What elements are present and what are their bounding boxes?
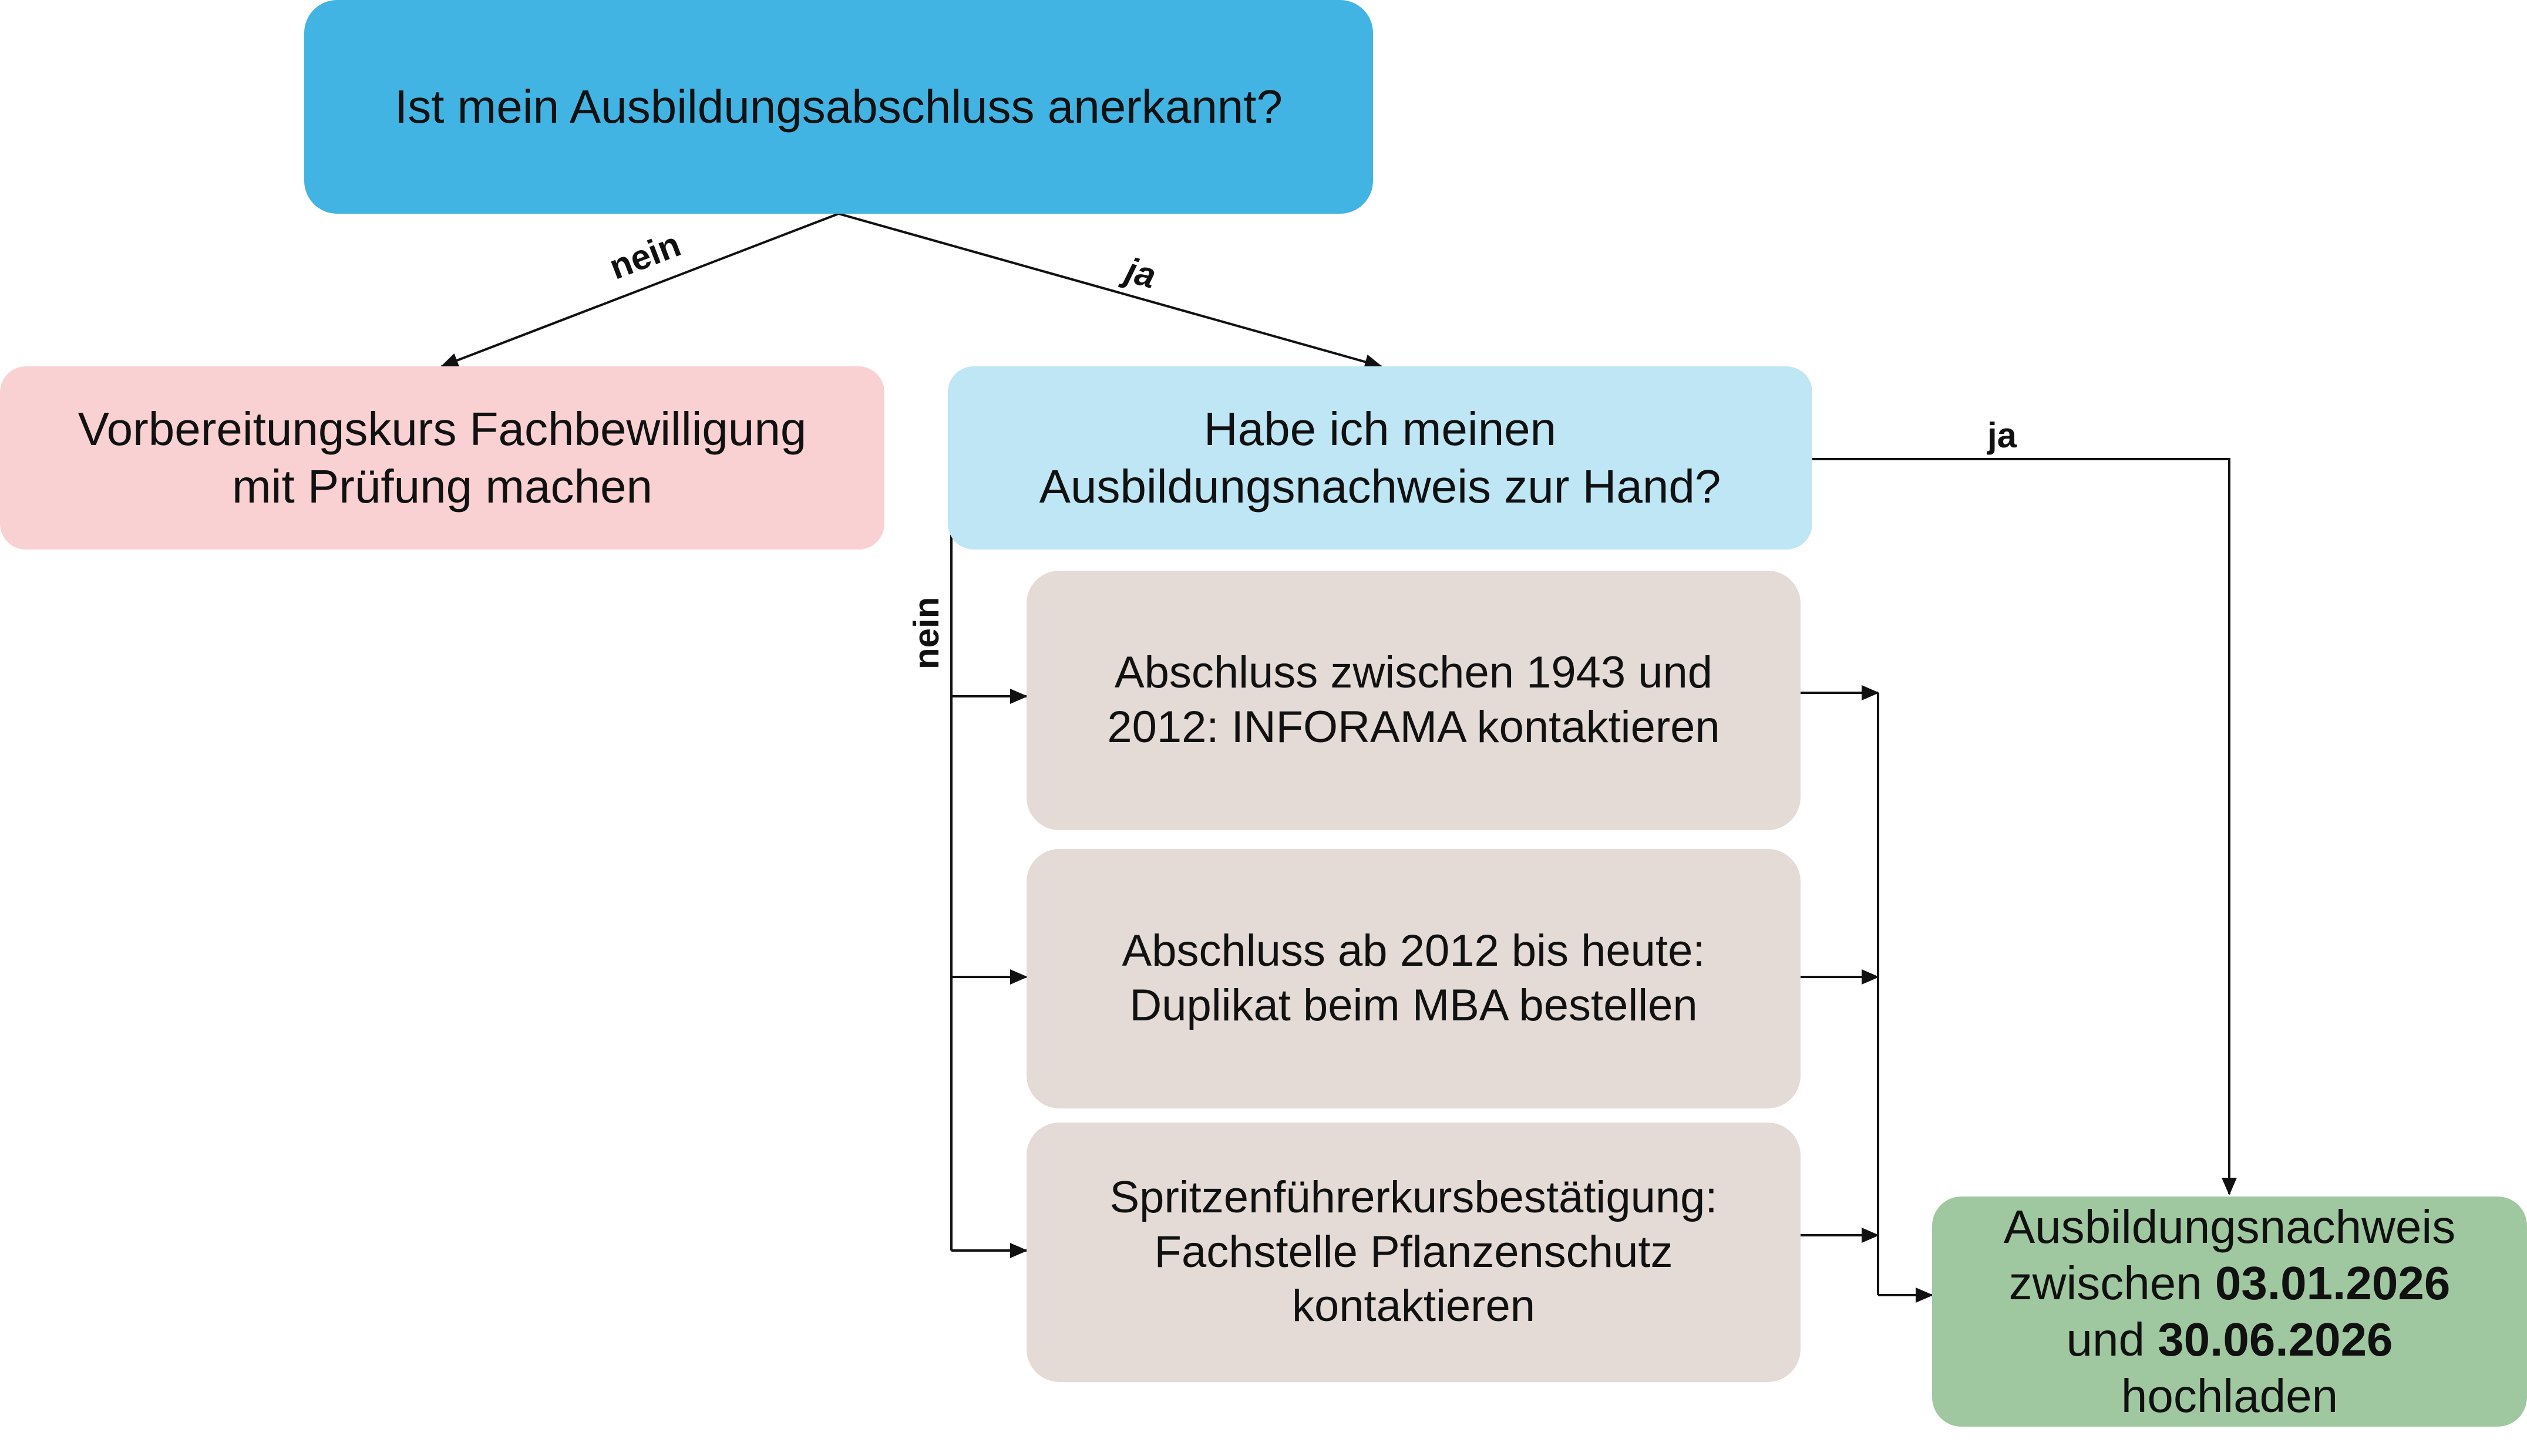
edge-q1-no xyxy=(440,213,839,368)
edge-q2-yes xyxy=(1812,458,2237,1195)
final-line1: Ausbildungsnachweis xyxy=(2003,1201,2456,1253)
option-plant-protection: Spritzenführerkursbestätigung: Fachstell… xyxy=(1027,1123,1801,1382)
option-plant-line3: kontaktieren xyxy=(1291,1281,1536,1332)
option-mba-duplicate: Abschluss ab 2012 bis heute: Duplikat be… xyxy=(1027,849,1801,1108)
final-line2-prefix: zwischen xyxy=(2008,1257,2215,1309)
question-proof-line2: Ausbildungsnachweis zur Hand? xyxy=(1039,460,1721,513)
question-proof-line1: Habe ich meinen xyxy=(1203,403,1557,456)
option-plant-line2: Fachstelle Pflanzenschutz xyxy=(1154,1226,1673,1277)
final-line3-prefix: und xyxy=(2066,1313,2158,1366)
edge-label-q2-no: nein xyxy=(907,596,946,669)
option-inforama-line2: 2012: INFORAMA kontaktieren xyxy=(1107,702,1720,752)
no-path-line2: mit Prüfung machen xyxy=(232,460,652,513)
no-path-line1: Vorbereitungskurs Fachbewilligung xyxy=(78,403,807,456)
final-date-end: 30.06.2026 xyxy=(2158,1313,2393,1366)
final-upload-box: Ausbildungsnachweis zwischen 03.01.2026 … xyxy=(1932,1197,2527,1427)
edge-label-q2-yes: ja xyxy=(1987,416,2017,455)
question-proof-at-hand: Habe ich meinen Ausbildungsnachweis zur … xyxy=(948,366,1812,550)
option-mba-line1: Abschluss ab 2012 bis heute: xyxy=(1122,926,1705,976)
no-path-box: Vorbereitungskurs Fachbewilligung mit Pr… xyxy=(0,366,884,550)
question-recognized-text: Ist mein Ausbildungsabschluss anerkannt? xyxy=(394,80,1283,133)
question-recognized: Ist mein Ausbildungsabschluss anerkannt? xyxy=(304,0,1373,214)
option-inforama-line1: Abschluss zwischen 1943 und xyxy=(1114,648,1713,698)
edge-q1-yes xyxy=(838,213,1382,369)
final-date-start: 03.01.2026 xyxy=(2215,1257,2451,1309)
option-mba-line2: Duplikat beim MBA bestellen xyxy=(1129,980,1698,1030)
option-plant-line1: Spritzenführerkursbestätigung: xyxy=(1109,1172,1718,1222)
final-line4: hochladen xyxy=(2121,1370,2338,1422)
option-inforama: Abschluss zwischen 1943 und 2012: INFORA… xyxy=(1027,571,1801,830)
